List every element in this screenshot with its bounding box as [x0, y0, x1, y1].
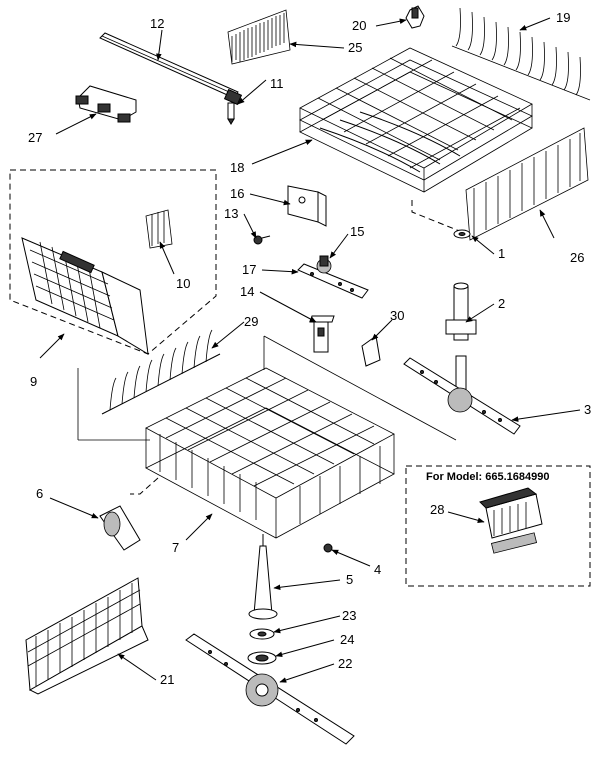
callout-7: 7: [172, 540, 179, 555]
spray-arm-part-3: [403, 355, 521, 435]
callout-27: 27: [28, 130, 42, 145]
bracket-part-16: [287, 185, 327, 227]
rail-part-12: [99, 32, 243, 106]
callout-9: 9: [30, 374, 37, 389]
callout-12: 12: [150, 16, 164, 31]
washer-part-1: [453, 229, 471, 239]
tine-row-part-26: [465, 127, 589, 241]
callout-15: 15: [350, 224, 364, 239]
callout-17: 17: [242, 262, 256, 277]
callout-6: 6: [36, 486, 43, 501]
tine-row-part-25: [227, 9, 291, 65]
screw-part-13: [253, 235, 271, 245]
model-box: For Model: 665.1684990: [405, 465, 591, 587]
callout-28: 28: [430, 502, 444, 517]
callout-5: 5: [346, 572, 353, 587]
callout-22: 22: [338, 656, 352, 671]
tine-row-part-19: [451, 7, 591, 101]
callout-3: 3: [584, 402, 591, 417]
tower-part-5: [248, 534, 278, 620]
callout-29: 29: [244, 314, 258, 329]
callout-4: 4: [374, 562, 381, 577]
callout-25: 25: [348, 40, 362, 55]
washer-part-23: [249, 628, 275, 640]
callout-10: 10: [176, 276, 190, 291]
tube-part-2: [445, 282, 477, 341]
callout-1: 1: [498, 246, 505, 261]
model-box-label: For Model: 665.1684990: [426, 471, 550, 483]
manifold-part-14: [309, 315, 335, 353]
spray-arm-part-17: [297, 255, 369, 299]
callout-14: 14: [240, 284, 254, 299]
lower-rack-part-7: [145, 367, 395, 539]
wheel-part-6: [99, 505, 141, 551]
callout-13: 13: [224, 206, 238, 221]
callout-2: 2: [498, 296, 505, 311]
seal-part-24: [247, 651, 277, 665]
leader-lines: [39, 17, 581, 683]
callout-16: 16: [230, 186, 244, 201]
basket-part-21: [25, 577, 149, 695]
callout-20: 20: [352, 18, 366, 33]
callout-19: 19: [556, 10, 570, 25]
callout-26: 26: [570, 250, 584, 265]
clip-part-30: [361, 335, 381, 367]
clip-part-20: [405, 5, 425, 29]
tine-row-part-29: [101, 329, 221, 415]
basket-assembly-part-9: [9, 169, 217, 440]
callout-23: 23: [342, 608, 356, 623]
clip-part-4: [323, 543, 333, 553]
callout-11: 11: [270, 76, 284, 91]
callout-18: 18: [230, 160, 244, 175]
spray-arm-part-22: [185, 633, 355, 745]
upper-rack-part-18: [299, 47, 533, 193]
callout-30: 30: [390, 308, 404, 323]
pin-part-11: [227, 102, 235, 125]
callout-21: 21: [160, 672, 174, 687]
callout-24: 24: [340, 632, 354, 647]
clip-part-27: [75, 85, 137, 123]
callout-labels: 12 11 27 25 20 19 18 16 13 15 17 14 30 1…: [28, 10, 591, 687]
